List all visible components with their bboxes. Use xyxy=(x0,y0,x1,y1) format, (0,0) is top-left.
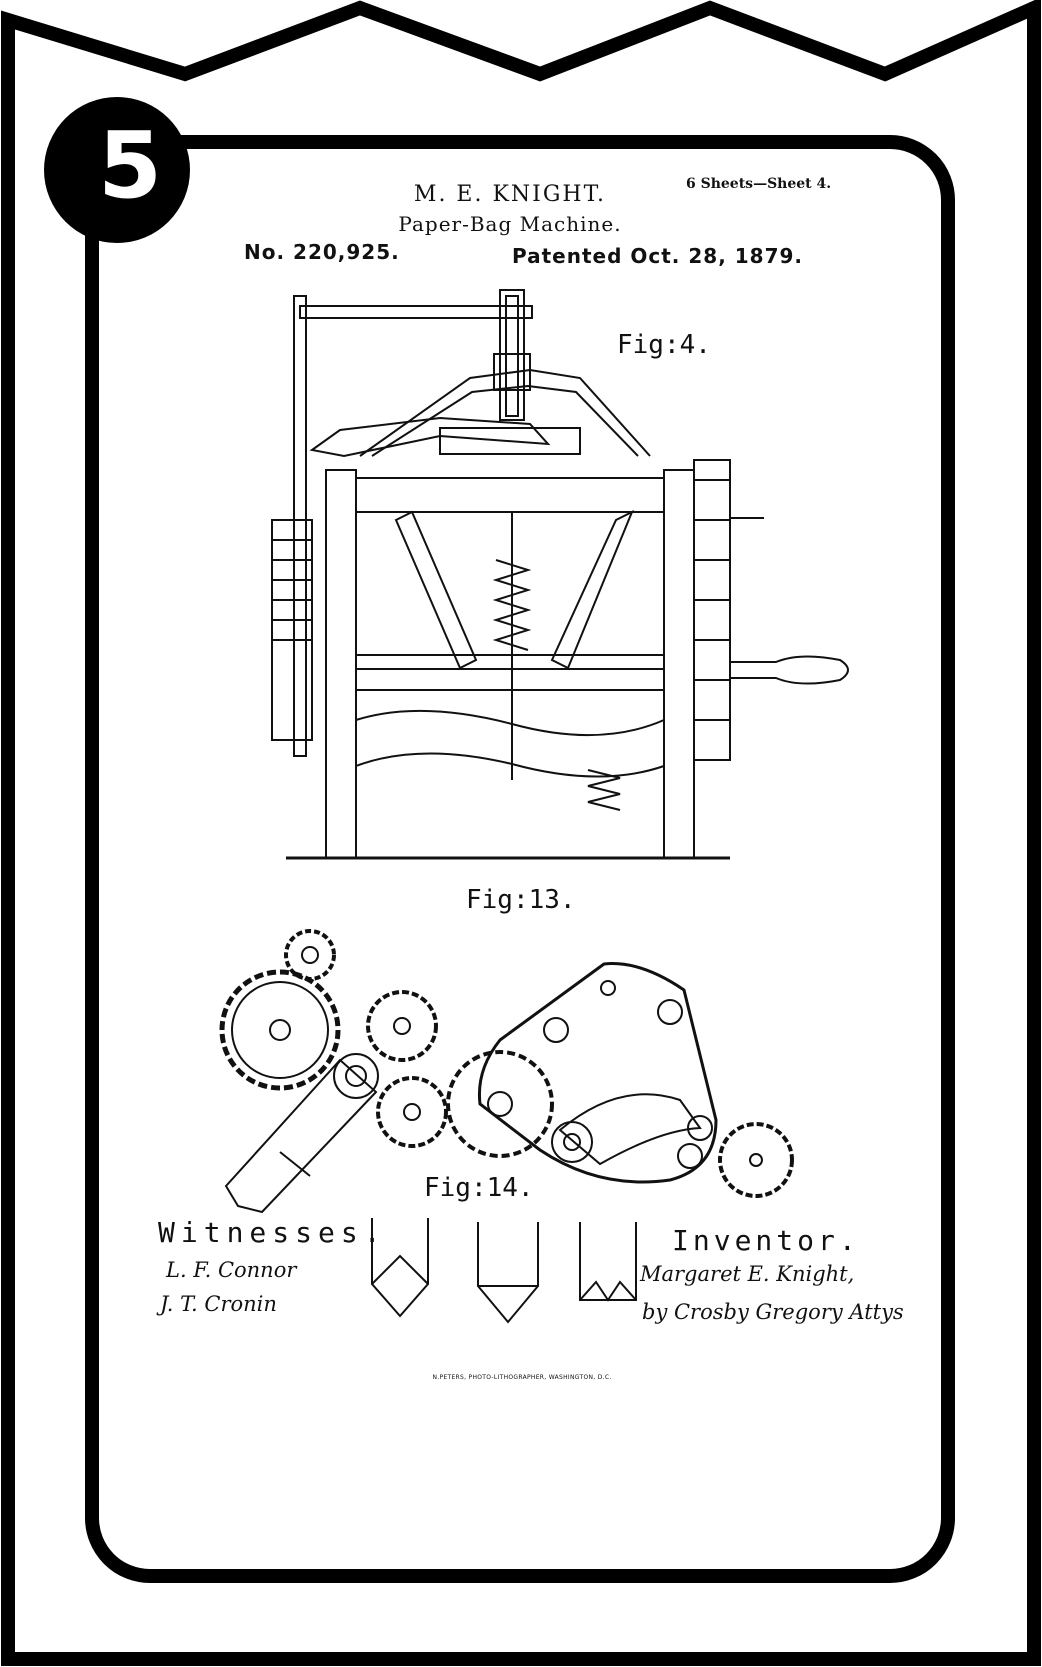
sheet-count: 6 Sheets—Sheet 4. xyxy=(686,176,832,192)
fig13-drawing xyxy=(219,929,794,1214)
patent-date: Patented Oct. 28, 1879. xyxy=(512,244,804,268)
number-badge xyxy=(44,97,190,243)
fig4-drawing xyxy=(271,289,849,860)
fig14-drawing xyxy=(371,1218,637,1324)
inventor-label: Inventor. xyxy=(672,1224,860,1257)
inventor-name-header: M. E. KNIGHT. xyxy=(413,182,607,207)
witnesses-label: Witnesses. xyxy=(158,1216,387,1249)
witness-signature-2: J. T. Cronin xyxy=(160,1292,277,1316)
attorney-signature: by Crosby Gregory Attys xyxy=(642,1300,904,1324)
lithographer-credit: N.PETERS, PHOTO-LITHOGRAPHER, WASHINGTON… xyxy=(432,1374,612,1381)
inner-card-border xyxy=(85,135,955,1583)
patent-title: Paper-Bag Machine. xyxy=(398,212,622,236)
inventor-signature: Margaret E. Knight, xyxy=(640,1262,855,1286)
patent-number: No. 220,925. xyxy=(244,240,400,264)
fig4-label: Fig:4. xyxy=(617,330,711,360)
number-badge-label: 5 xyxy=(97,112,162,219)
witness-signature-1: L. F. Connor xyxy=(166,1258,297,1282)
fig13-label: Fig:13. xyxy=(466,885,576,915)
fig14-label: Fig:14. xyxy=(424,1173,534,1203)
